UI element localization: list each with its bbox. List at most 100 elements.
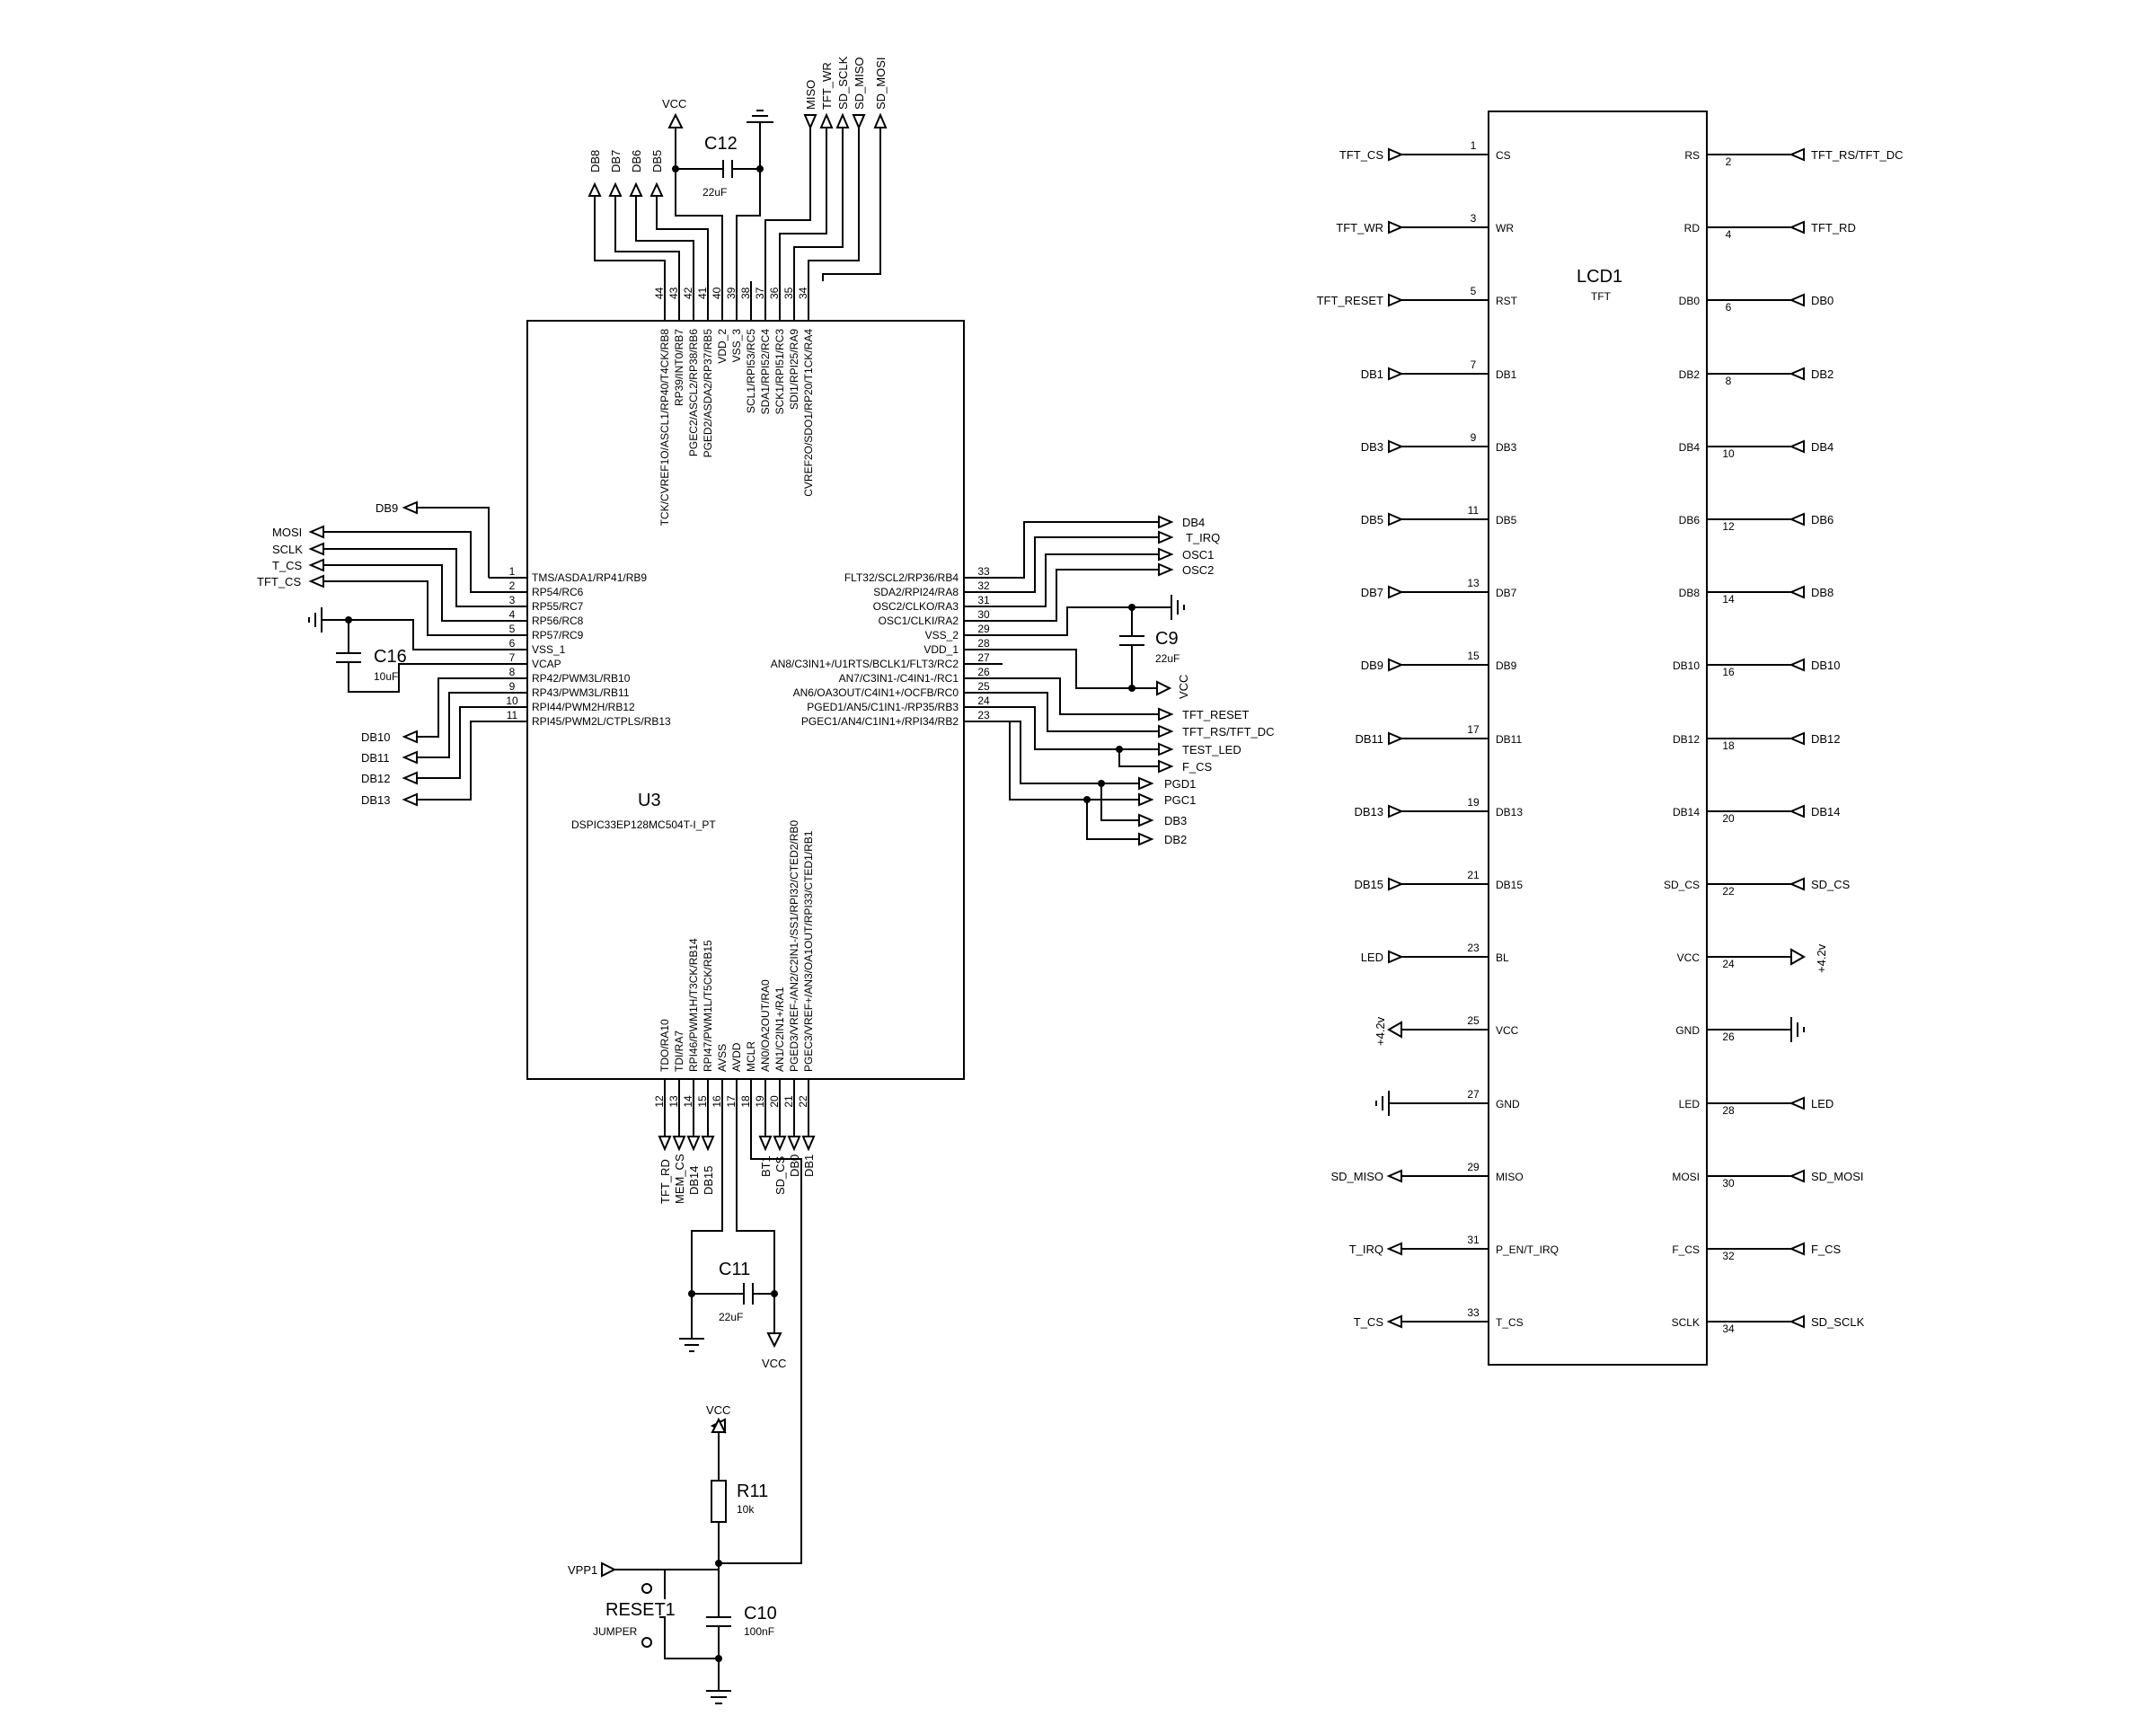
lcd-net-right-6: DB0 [1811,294,1833,307]
lcd-port-right-12 [1789,512,1805,526]
lcd-pin-name-22: SD_CS [1664,879,1700,891]
u3-pin-num-32: 32 [977,579,990,592]
u3-pin-name-7: VCAP [532,658,561,670]
net-db10: DB10 [361,730,391,744]
lcd-port-left-15 [1388,658,1404,672]
db5-port [649,181,664,197]
u3-pin-name-13: TDI/RA7 [673,1031,685,1072]
u3-pin-num-41: 41 [696,287,709,299]
net-tft-reset: TFT_RESET [1182,708,1249,721]
vcc-r11-up [711,1417,727,1433]
lcd-port-left-23 [1388,950,1404,964]
lcd-pin-num-18: 18 [1722,739,1735,752]
u3-pin-num-21: 21 [782,1095,795,1108]
u3-right-pins: 33FLT32/SCL2/RP36/RB432SDA2/RPI24/RA831O… [771,565,1003,728]
lcd-pin-num-26: 26 [1722,1031,1735,1043]
bt1-port [758,1136,773,1152]
u3-pin-name-3: RP55/RC7 [532,600,584,613]
u3-pin-num-1: 1 [509,565,516,578]
top-nets: DB8 DB7 DB6 DB5 VCC C12 22uF MISO TFT_WR… [588,56,888,281]
u3-pin-name-30: OSC1/CLKI/RA2 [879,615,959,627]
lcd-net-right-16: DB10 [1811,659,1841,672]
u3-pin-num-25: 25 [977,680,990,693]
u3-pin-name-27: AN8/C3IN1+/U1RTS/BCLK1/FLT3/RC2 [771,658,959,670]
lcd-pin-num-31: 31 [1467,1234,1480,1246]
lcd-pin-num-16: 16 [1722,666,1735,678]
db9-port [402,500,418,515]
net-mem-cs: MEM_CS [673,1154,686,1204]
lcd-pin-num-8: 8 [1726,375,1732,387]
lcd-net-left-25: +4.2v [1374,1016,1387,1046]
db6-port [629,181,643,197]
u3-microcontroller[interactable]: U3 DSPIC33EP128MC504T-I_PT 44TCK/CVREF1O… [489,281,1003,1137]
lcd-pin-num-12: 12 [1722,520,1735,533]
tft-rs-port [1158,724,1174,739]
lcd-net-left-23: LED [1361,951,1383,964]
lcd-pin-name-8: DB2 [1679,368,1701,381]
lcd-port-left-3 [1388,220,1404,234]
reset-circuit: VCC R11 10k C10 100nF VPP1 RESET1 JUMPER [568,1403,777,1704]
lcd-pin-name-17: DB11 [1496,733,1522,746]
net-db15: DB15 [702,1165,715,1195]
lcd-pin-name-28: LED [1679,1098,1701,1110]
vcc-r11-label: VCC [706,1403,730,1417]
lcd-port-left-19 [1388,804,1404,818]
miso-port [803,114,817,130]
db3-port [1138,813,1154,827]
lcd-port-right-18 [1789,731,1805,746]
lcd-port-right-4 [1789,220,1805,234]
lcd-pin-name-30: MOSI [1672,1171,1700,1183]
net-sd-miso: SD_MISO [853,57,866,110]
lcd-net-left-7: DB1 [1361,367,1383,381]
pgd1-port [1138,776,1154,791]
u3-pin-name-4: RP56/RC8 [532,615,584,627]
u3-body [526,320,965,1080]
lcd-net-right-2: TFT_RS/TFT_DC [1811,148,1904,162]
db15-port [701,1136,715,1152]
lcd-port-right-14 [1789,585,1805,599]
lcd-net-left-1: TFT_CS [1339,148,1383,162]
lcd-port-right-20 [1789,804,1805,818]
lcd-pin-num-11: 11 [1468,504,1480,517]
u3-pin-name-28: VDD_1 [923,643,959,656]
net-sd-mosi: SD_MOSI [874,57,888,110]
lcd-pin-name-21: DB15 [1496,879,1523,891]
u3-pin-name-9: RP43/PWM3L/RB11 [532,686,630,699]
vcc-c9-label: VCC [1177,675,1190,699]
lcd-port-right-34 [1789,1314,1805,1329]
u3-pin-num-31: 31 [977,594,990,606]
u3-pin-name-18: MCLR [745,1041,757,1072]
t-irq-port [1158,530,1174,544]
lcd-pin-name-15: DB9 [1496,659,1517,672]
lcd-pin-name-23: BL [1496,951,1509,964]
u3-pin-num-16: 16 [711,1095,723,1108]
c12-ref: C12 [704,134,738,154]
net-db2: DB2 [1164,833,1187,846]
tft-rd-port [658,1136,672,1152]
lcd1-part: TFT [1591,290,1612,303]
vcc-top-label: VCC [662,97,686,111]
net-mosi: MOSI [272,526,302,539]
db7-port [608,181,623,197]
u3-pin-name-6: VSS_1 [532,643,566,656]
u3-pin-name-8: RP42/PWM3L/RB10 [532,672,631,685]
lcd-pin-num-34: 34 [1722,1322,1735,1335]
lcd-pin-num-28: 28 [1722,1104,1735,1117]
sd-miso-port [852,114,866,130]
c16-ref: C16 [374,647,407,667]
u3-pin-num-35: 35 [782,287,795,299]
u3-pin-num-7: 7 [509,651,516,664]
u3-pin-num-24: 24 [977,694,990,707]
lcd-pin-num-33: 33 [1467,1306,1480,1319]
lcd-net-right-20: DB14 [1811,805,1841,818]
u3-pin-num-22: 22 [797,1095,809,1108]
lcd-pin-num-5: 5 [1471,285,1477,297]
lcd-net-right-4: TFT_RD [1811,221,1856,234]
lcd-port-right-8 [1789,367,1805,381]
reset-ref: RESET1 [605,1600,676,1620]
lcd-net-left-15: DB9 [1361,659,1383,672]
lcd-pin-name-34: SCLK [1672,1316,1700,1329]
net-tft-rd: TFT_RD [658,1159,672,1204]
